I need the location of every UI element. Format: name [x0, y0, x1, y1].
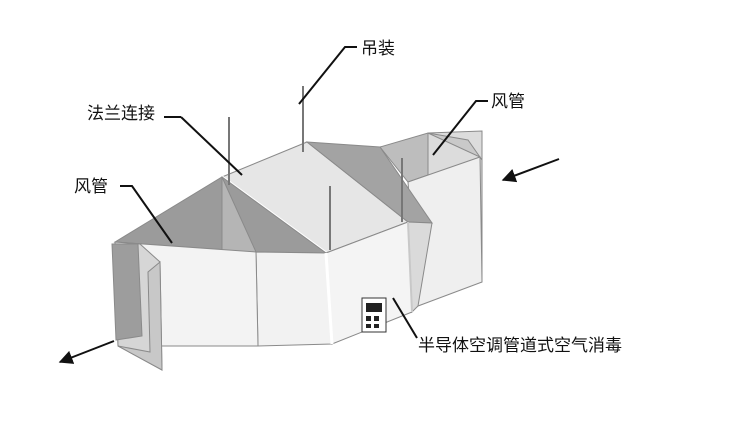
- left-transition: [113, 176, 328, 261]
- label-device: 半导体空调管道式空气消毒: [418, 336, 622, 356]
- unit-front: [255, 221, 433, 347]
- label-hanging: 吊装: [361, 39, 395, 59]
- leader-lines: [120, 46, 488, 339]
- label-flange-connection: 法兰连接: [87, 104, 155, 124]
- outlet-arrow: [58, 340, 115, 364]
- label-duct-right: 风管: [491, 92, 525, 112]
- label-duct-left: 风管: [74, 177, 108, 197]
- hanging-rods: [228, 86, 403, 250]
- left-duct: [111, 241, 259, 371]
- right-duct: [379, 130, 483, 307]
- inlet-arrow: [501, 158, 560, 183]
- control-panel: [361, 297, 387, 333]
